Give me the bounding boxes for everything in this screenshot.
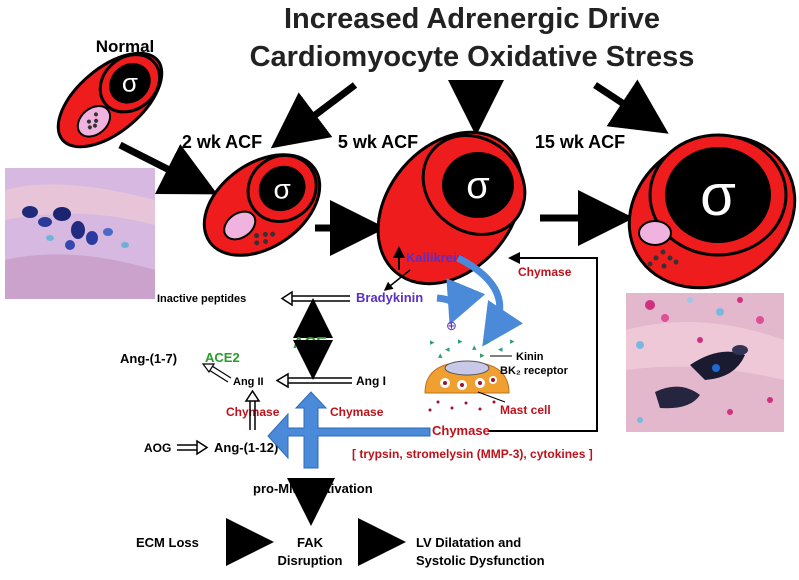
pro-mmp-label: pro-MMP activation <box>253 481 373 496</box>
granule-vesicle <box>638 220 672 246</box>
myocyte-2wk: σ <box>202 153 322 257</box>
ace2-label: ACE2 <box>205 350 240 365</box>
lv-label-line-2: Systolic Dysfunction <box>416 553 545 568</box>
nucleus-symbol: σ <box>466 165 489 207</box>
chymase-mast-label: Chymase <box>432 423 490 438</box>
title-line-2: Cardiomyocyte Oxidative Stress <box>250 41 695 73</box>
myocyte-normal: σ <box>56 51 164 149</box>
stage-label-15wk: 15 wk ACF <box>535 132 625 152</box>
myocyte-5wk: σ <box>376 130 527 286</box>
stage-label-5wk: 5 wk ACF <box>338 132 418 152</box>
svg-text:▸: ▸ <box>510 336 515 346</box>
stage-label-2wk: 2 wk ACF <box>182 132 262 152</box>
ang1-label: Ang I <box>356 374 386 388</box>
svg-text:▸: ▸ <box>485 337 490 347</box>
blue-curve-left <box>436 278 486 325</box>
inactive-peptides-label: Inactive peptides <box>157 293 246 305</box>
micrograph-left <box>5 168 155 299</box>
nucleus <box>109 62 151 104</box>
svg-text:▸: ▸ <box>458 336 463 346</box>
ace-label: ACE <box>293 335 327 352</box>
blue-curve-right <box>456 254 523 347</box>
chymase-left-label: Chymase <box>226 405 280 419</box>
aog-to-ang112-arrow <box>177 439 209 456</box>
ang112-to-ang2-arrow <box>244 389 261 430</box>
blue-chymase-arrows <box>267 391 431 469</box>
kallikrein-label: Kallikrein <box>406 250 465 265</box>
title-arrow-right <box>593 79 669 134</box>
chymase-feedback-label: Chymase <box>518 265 572 279</box>
ang2-label: Ang II <box>233 376 264 388</box>
ang1-to-ang2-arrow <box>275 372 352 389</box>
svg-text:◂: ◂ <box>498 344 503 354</box>
ecm-loss-label: ECM Loss <box>136 535 199 550</box>
arrow-normal-to-2wk <box>118 141 218 195</box>
aog-label: AOG <box>144 441 171 455</box>
bradykinin-to-inactive-arrow <box>280 290 350 307</box>
nucleus <box>665 147 771 243</box>
nucleus-symbol: σ <box>122 67 138 97</box>
lv-label-line-1: LV Dilatation and <box>416 535 521 550</box>
plus-symbol: ⊕ <box>446 318 457 333</box>
nucleus <box>442 152 514 218</box>
svg-text:▴: ▴ <box>438 350 443 360</box>
chymase-feedback-arrow <box>488 252 598 432</box>
nucleus-symbol: σ <box>700 163 736 228</box>
svg-text:◂: ◂ <box>445 344 450 354</box>
kinin-label: Kinin <box>516 351 544 363</box>
ang112-label: Ang-(1-12) <box>214 440 278 455</box>
fak-label-line-1: FAK <box>297 535 324 550</box>
title-line-1: Increased Adrenergic Drive <box>284 3 660 35</box>
kinin-molecules: ▸◂ ▸▴ ▸◂ ▴▸ ▸ <box>430 336 515 360</box>
myocyte-15wk: σ <box>627 133 797 290</box>
mast-cell-pointer <box>477 391 506 403</box>
fak-label-line-2: Disruption <box>278 553 343 568</box>
chymase-mid-label: Chymase <box>330 405 384 419</box>
svg-text:▸: ▸ <box>480 350 485 360</box>
micrograph-right <box>626 293 784 432</box>
nucleus-symbol: σ <box>274 173 291 204</box>
svg-text:▸: ▸ <box>430 337 435 347</box>
granule-vesicle <box>223 210 257 241</box>
svg-text:▴: ▴ <box>472 342 477 352</box>
enzymes-label: [ trypsin, stromelysin (MMP-3), cytokine… <box>352 447 593 461</box>
kallikrein-to-bradykinin-arrow <box>383 269 411 291</box>
receptor-label: BK₂ receptor <box>500 365 569 377</box>
granule-vesicle <box>76 105 112 138</box>
ang17-label: Ang-(1-7) <box>120 351 177 366</box>
mast-cell <box>424 360 510 412</box>
mast-cell-label: Mast cell <box>500 403 551 417</box>
title-arrow-left <box>270 82 358 149</box>
ang2-to-ang17-arrow <box>201 363 232 383</box>
stage-label-normal: Normal <box>96 37 155 56</box>
bradykinin-label: Bradykinin <box>356 290 423 305</box>
nucleus <box>258 165 306 212</box>
